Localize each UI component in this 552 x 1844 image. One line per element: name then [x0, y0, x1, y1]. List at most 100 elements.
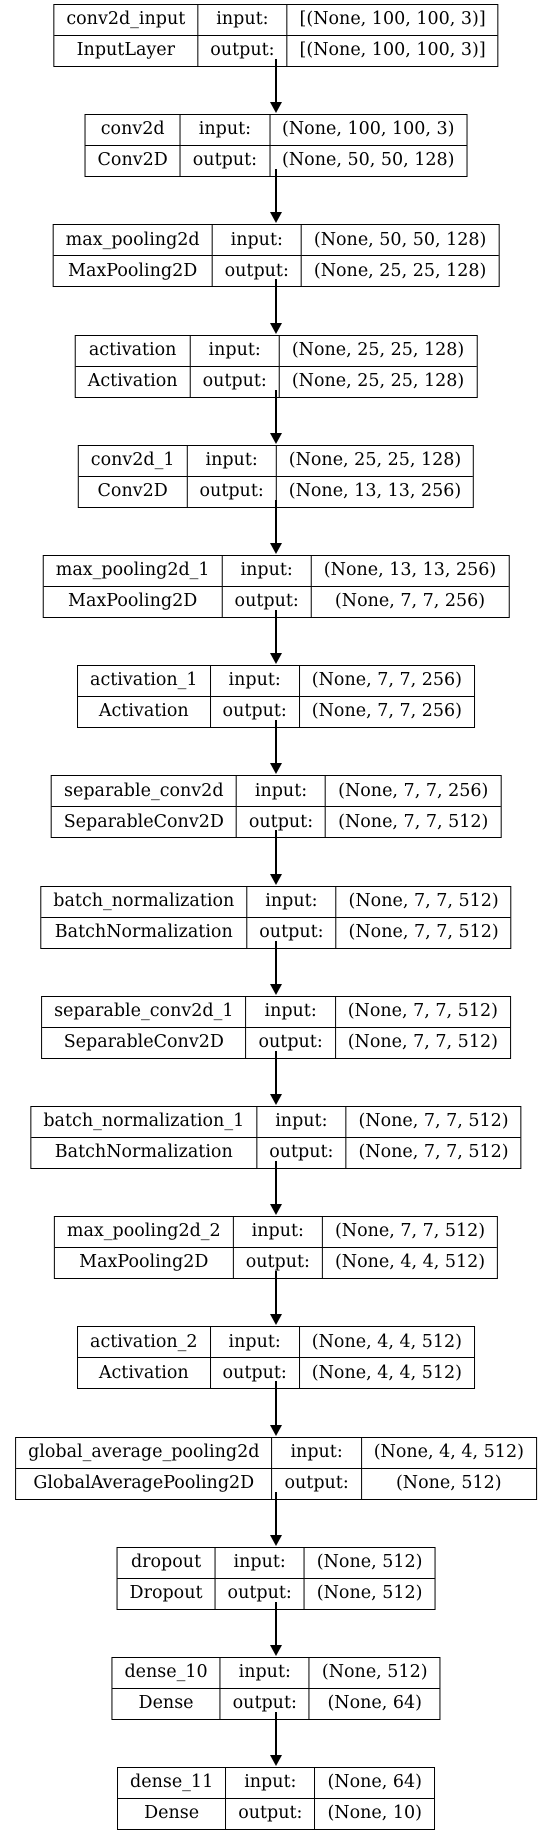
output-label: output: — [211, 1358, 300, 1389]
arrow-head — [270, 432, 282, 444]
layer-type: MaxPooling2D — [54, 256, 213, 287]
layer-output-shape: (None, 7, 7, 256) — [334, 591, 486, 612]
input-label: input: — [210, 666, 300, 698]
input-label: input: — [257, 1107, 347, 1138]
layer-type: SeparableConv2D — [42, 1027, 247, 1058]
layer-input-shape: (None, 512) — [309, 1658, 440, 1689]
layer-output-shape: (None, 64) — [327, 1693, 422, 1714]
layer-output-shape: (None, 50, 50, 128) — [282, 150, 455, 171]
input-label: input: — [180, 115, 271, 147]
layer-type: Conv2D — [79, 476, 188, 507]
arrow-shaft — [275, 940, 277, 985]
layer-name: activation_2 — [78, 1327, 211, 1359]
arrow-shaft — [275, 389, 277, 434]
output-label: output: — [198, 36, 288, 66]
layer-type: Activation — [76, 366, 191, 397]
arrow-shaft — [275, 1381, 277, 1426]
layer-name: separable_conv2d — [51, 776, 237, 808]
arrow-shaft — [275, 1050, 277, 1095]
layer-input-shape: (None, 25, 25, 128) — [279, 336, 477, 367]
arrow-shaft — [275, 1161, 277, 1206]
output-label: output: — [211, 697, 300, 728]
layer-output-shape: (None, 7, 7, 512) — [348, 921, 499, 942]
arrow-head — [270, 763, 282, 775]
layer-name: batch_normalization — [41, 886, 248, 918]
layer-output-shape: [(None, 100, 100, 3)] — [299, 40, 486, 61]
arrow-shaft — [275, 720, 277, 765]
layer-type: Dense — [112, 1689, 221, 1719]
layer-name: conv2d_1 — [78, 445, 188, 477]
input-label: input: — [210, 1327, 300, 1359]
layer-input-shape: (None, 7, 7, 256) — [299, 666, 474, 698]
output-label: output: — [272, 1468, 362, 1499]
layer-input-shape: (None, 7, 7, 512) — [322, 1217, 498, 1249]
input-label: input: — [215, 1547, 305, 1579]
arrow-head — [270, 1644, 282, 1656]
arrow-head — [270, 322, 282, 334]
layer-name: dropout — [117, 1547, 216, 1579]
input-label: input: — [212, 225, 302, 257]
input-label: input: — [246, 996, 336, 1028]
output-label: output: — [221, 1689, 310, 1719]
output-label: output: — [216, 1578, 305, 1609]
input-label: input: — [222, 556, 312, 587]
layer-type: GlobalAveragePooling2D — [16, 1468, 273, 1499]
output-label: output: — [223, 587, 312, 617]
output-label: output: — [191, 366, 280, 397]
arrow-shaft — [275, 499, 277, 544]
arrow-shaft — [275, 1271, 277, 1316]
layer-input-shape: [(None, 100, 100, 3)] — [287, 5, 498, 36]
layer-type: MaxPooling2D — [55, 1248, 234, 1279]
arrow-head — [270, 983, 282, 995]
input-label: input: — [190, 335, 280, 367]
layer-name: global_average_pooling2d — [16, 1437, 273, 1469]
output-label: output: — [213, 256, 302, 287]
arrow-head — [270, 873, 282, 885]
output-label: output: — [247, 917, 337, 948]
layer-type: Conv2D — [86, 146, 181, 177]
arrow-head — [270, 1424, 282, 1436]
arrow-head — [270, 1755, 282, 1767]
layer-type: Dense — [118, 1799, 227, 1830]
input-label: input: — [198, 5, 288, 36]
layer-input-shape: (None, 100, 100, 3) — [270, 115, 467, 147]
layer-input-shape: (None, 7, 7, 512) — [346, 1107, 521, 1138]
output-label: output: — [237, 807, 327, 838]
arrow-head — [270, 212, 282, 224]
layer-type: Activation — [78, 697, 211, 728]
arrow-head — [270, 1314, 282, 1326]
layer-name: activation_1 — [78, 666, 211, 698]
layer-name: max_pooling2d_2 — [54, 1217, 234, 1249]
layer-input-shape: (None, 7, 7, 512) — [336, 887, 511, 918]
input-label: input: — [247, 886, 337, 918]
layer-output-shape: (None, 4, 4, 512) — [311, 1362, 462, 1383]
layer-name: separable_conv2d_1 — [42, 996, 247, 1028]
layer-output-shape: (None, 25, 25, 128) — [291, 370, 465, 391]
layer-output-shape: (None, 512) — [395, 1472, 502, 1493]
output-label: output: — [246, 1027, 336, 1058]
layer-output-shape: (None, 13, 13, 256) — [288, 481, 462, 502]
layer-output-shape: (None, 7, 7, 512) — [347, 1032, 498, 1053]
layer-name: max_pooling2d_1 — [43, 556, 223, 587]
arrow-shaft — [275, 279, 277, 324]
input-label: input: — [236, 776, 327, 808]
arrow-head — [270, 1204, 282, 1216]
layer-input-shape: (None, 4, 4, 512) — [361, 1438, 536, 1469]
layer-output-shape: (None, 4, 4, 512) — [334, 1252, 486, 1273]
layer-type: BatchNormalization — [41, 917, 248, 948]
